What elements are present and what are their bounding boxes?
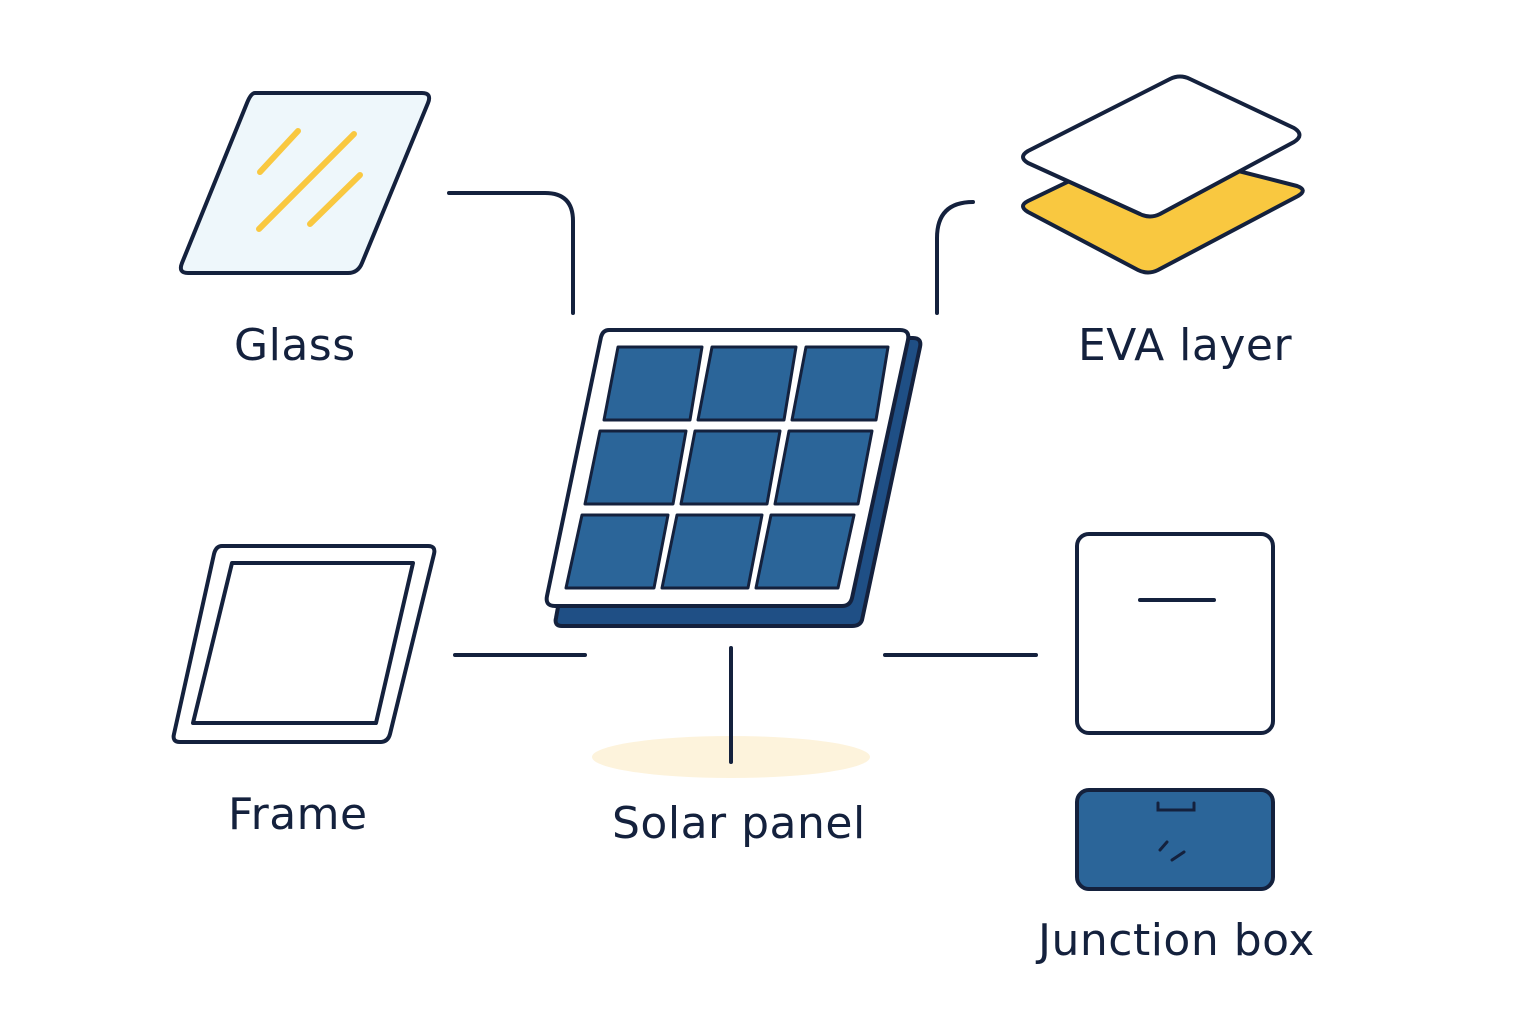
label-eva-layer: EVA layer (1078, 320, 1293, 371)
panel-cells (564, 345, 890, 590)
glass-sheet-icon (178, 91, 432, 275)
junction-box-base (1075, 788, 1275, 891)
connector-glass (447, 191, 575, 315)
junction-box-cover (1075, 532, 1275, 735)
panel-cell (602, 345, 704, 422)
label-junction-box: Junction box (1038, 915, 1315, 966)
connector-lines (447, 191, 1038, 764)
connector-eva-layer (935, 200, 975, 315)
panel-cell (564, 513, 670, 590)
panel-cell (679, 429, 782, 506)
frame-icon (171, 544, 437, 744)
label-solar-panel: Solar panel (612, 798, 866, 849)
panel-cell (790, 345, 890, 422)
label-glass: Glass (234, 320, 356, 371)
panel-cell (773, 429, 874, 506)
junction-box-icon (1075, 532, 1275, 891)
solar-panel-icon (544, 328, 923, 778)
eva-layer-icon (1021, 74, 1305, 275)
panel-cell (660, 513, 764, 590)
panel-cell (696, 345, 798, 422)
panel-cell (754, 513, 856, 590)
panel-cell (583, 429, 688, 506)
label-frame: Frame (228, 789, 368, 840)
